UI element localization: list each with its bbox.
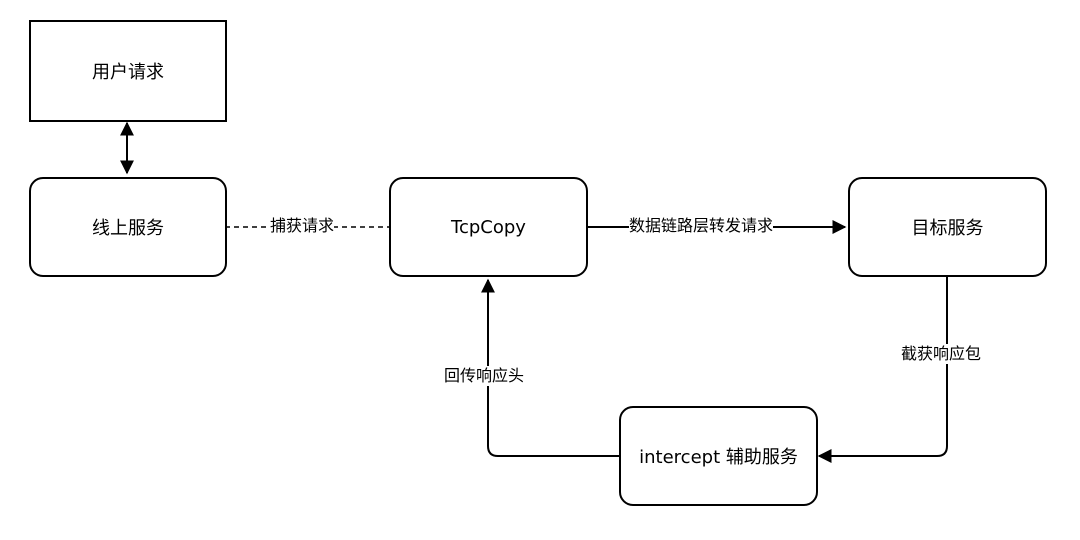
user-request-label: 用户请求: [92, 62, 164, 83]
edge-return-header: [481, 278, 620, 457]
tcpcopy-node: TcpCopy: [389, 177, 588, 277]
intercept-service-label: intercept 辅助服务: [639, 447, 798, 468]
tcpcopy-label: TcpCopy: [451, 216, 526, 238]
edge-label-forward-request: 数据链路层转发请求: [629, 216, 774, 236]
target-service-label: 目标服务: [911, 218, 984, 239]
edge-label-return-header: 回传响应头: [444, 366, 525, 386]
edge-label-capture-response: 截获响应包: [901, 344, 982, 364]
user-request-node: 用户请求: [29, 20, 227, 122]
edge-capture-response: [817, 275, 948, 463]
intercept-service-node: intercept 辅助服务: [619, 406, 818, 506]
online-service-node: 线上服务: [29, 177, 227, 277]
target-service-node: 目标服务: [848, 177, 1047, 277]
edge-label-capture-request: 捕获请求: [270, 216, 335, 236]
online-service-label: 线上服务: [92, 218, 164, 239]
